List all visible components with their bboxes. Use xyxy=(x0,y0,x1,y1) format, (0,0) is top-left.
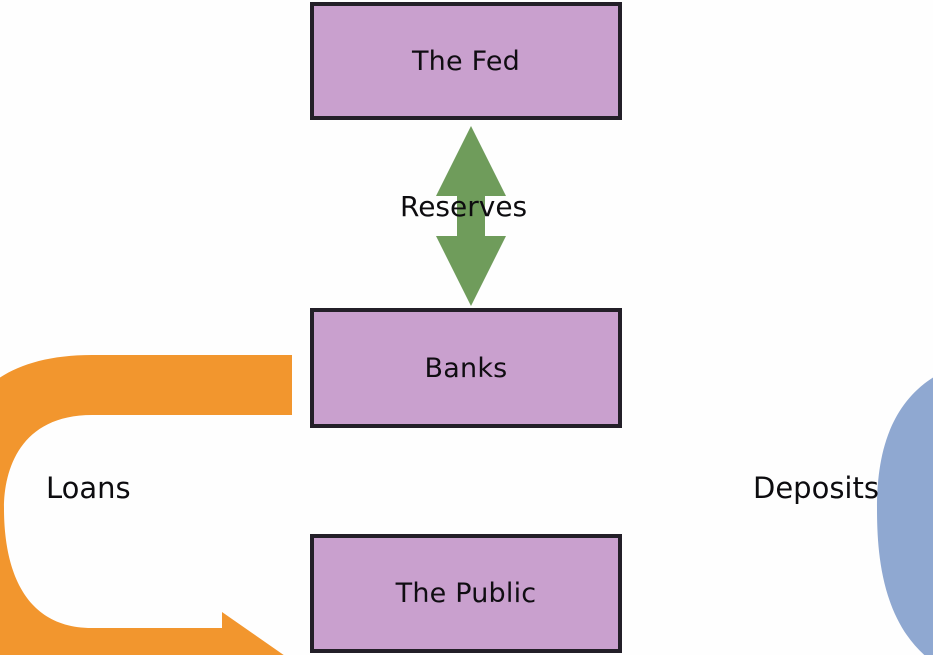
node-the-public[interactable]: The Public xyxy=(310,534,622,653)
deposits-arrow xyxy=(877,377,933,655)
node-banks[interactable]: Banks xyxy=(310,308,622,428)
loans-arrow xyxy=(0,355,292,655)
node-the-fed-label: The Fed xyxy=(411,45,520,77)
edge-label-loans: Loans xyxy=(46,471,131,505)
loans-arrow-shape xyxy=(0,355,292,655)
node-the-fed[interactable]: The Fed xyxy=(310,2,622,120)
node-the-public-label: The Public xyxy=(395,578,537,609)
node-banks-label: Banks xyxy=(424,352,508,384)
edge-label-reserves: Reserves xyxy=(400,190,528,223)
deposits-arrow-shape xyxy=(877,377,933,655)
edge-label-deposits: Deposits xyxy=(753,471,879,505)
